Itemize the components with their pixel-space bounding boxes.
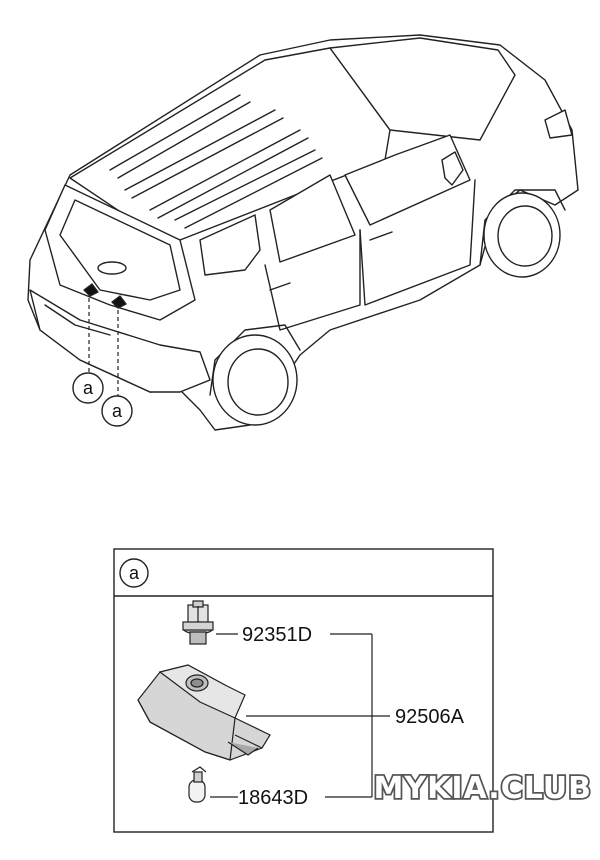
roof-rib	[117, 101, 251, 179]
vehicle-leaders	[88, 298, 119, 398]
part-number-lamp-assembly: 92506A	[395, 706, 465, 728]
detail-header-callout: a	[119, 558, 149, 588]
front-wheel-hub	[497, 205, 553, 267]
roof-rib	[174, 149, 316, 221]
part-number-bulb: 18643D	[238, 787, 308, 809]
part-leaders	[210, 633, 390, 798]
rear-side-window	[199, 214, 261, 276]
socket-part[interactable]	[182, 600, 214, 645]
front-side-window	[269, 174, 356, 263]
bumper-line	[44, 304, 111, 336]
callout-a-2[interactable]: a	[101, 395, 133, 427]
front-door-window	[344, 134, 471, 226]
roof-rib	[124, 109, 276, 191]
rear-bumper	[29, 289, 211, 393]
watermark: MYKIA.CLUB	[374, 771, 592, 806]
rear-door-handle	[269, 282, 291, 291]
side-mirror	[441, 151, 464, 186]
callout-a-2-label: a	[112, 401, 123, 421]
roof-rib	[131, 117, 284, 199]
roof-rib	[109, 94, 241, 171]
roof-rib	[149, 129, 301, 211]
roof-rib	[157, 137, 309, 219]
bulb-part[interactable]	[188, 766, 207, 803]
vehicle-illustration	[27, 34, 579, 431]
license-lamp-right	[111, 295, 127, 309]
callout-a-1[interactable]: a	[72, 372, 104, 404]
front-door-line	[359, 179, 476, 306]
front-door-handle	[369, 231, 393, 241]
callout-a-1-label: a	[83, 378, 94, 398]
rear-window	[59, 199, 181, 301]
rear-wheel-hub	[227, 348, 289, 416]
lamp-assembly-part[interactable]	[137, 664, 271, 761]
part-number-socket: 92351D	[242, 624, 312, 646]
detail-header-label: a	[129, 563, 140, 583]
vehicle-windshield	[329, 37, 516, 141]
license-lamp-left	[83, 283, 99, 297]
rear-emblem	[97, 261, 127, 275]
rear-door-line	[264, 229, 361, 331]
roof-rib	[184, 157, 323, 229]
headlight	[544, 109, 573, 139]
